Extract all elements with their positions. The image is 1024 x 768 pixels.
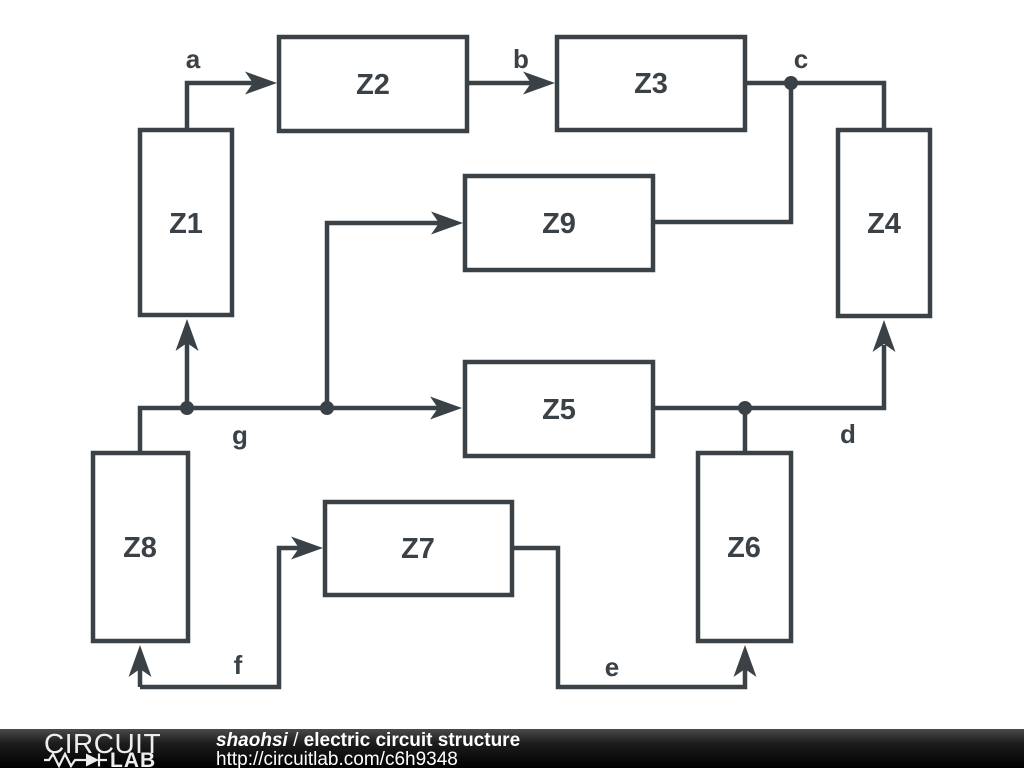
- junction-dot-g2: [320, 401, 334, 415]
- block-z8-box: [90, 450, 191, 644]
- block-z7: Z7: [322, 499, 515, 598]
- block-z8: Z8: [90, 450, 191, 644]
- arrowhead-into-z1: [175, 319, 199, 351]
- arrowhead-into-z4: [872, 320, 896, 352]
- wire-node-a: [184, 80, 253, 130]
- block-z2-label: Z2: [356, 69, 390, 101]
- block-z5: Z5: [462, 359, 656, 459]
- wire-node-f: [137, 545, 299, 690]
- block-z7-box: [322, 499, 515, 598]
- block-z3-label: Z3: [634, 68, 668, 100]
- wire-node-d: [653, 345, 887, 453]
- footer-text: shaohsi / electric circuit structure htt…: [216, 731, 520, 768]
- block-z2-box: [276, 34, 470, 134]
- block-z9: Z9: [462, 173, 656, 273]
- arrowhead-into-z3: [523, 71, 555, 95]
- wire-node-e: [512, 545, 748, 690]
- node-label-b: b: [513, 44, 529, 74]
- node-label-e: e: [605, 652, 619, 682]
- arrowhead-into-z7: [291, 536, 323, 560]
- junction-dot-c: [784, 76, 798, 90]
- footer-url: http://circuitlab.com/c6h9348: [216, 749, 458, 768]
- block-z5-box: [462, 359, 656, 459]
- footer-author: shaohsi: [216, 730, 288, 751]
- footer-bar: CIRCUIT LAB shaohsi / electric circuit s…: [0, 729, 1024, 768]
- junction-dot-g1: [180, 401, 194, 415]
- wire-node-g-main: [137, 405, 438, 453]
- node-label-d: d: [840, 419, 856, 449]
- circuitlab-logo-lab: LAB: [110, 749, 156, 768]
- block-z1-box: [137, 127, 235, 318]
- arrowhead-into-z5: [430, 396, 462, 420]
- node-label-c: c: [794, 44, 808, 74]
- circuitlab-logo-word: CIRCUIT: [44, 730, 161, 759]
- block-z6-box: [695, 450, 794, 644]
- block-z4-label: Z4: [867, 208, 901, 240]
- block-z6-label: Z6: [727, 532, 761, 564]
- circuit-diagram: Z1 Z2 Z3 Z4 Z5 Z6 Z7 Z8: [90, 34, 933, 690]
- block-z4: Z4: [835, 127, 933, 319]
- block-z4-box: [835, 127, 933, 319]
- block-z3-box: [554, 34, 748, 133]
- node-label-a: a: [186, 44, 201, 74]
- block-z6: Z6: [695, 450, 794, 644]
- arrowhead-into-z6: [733, 645, 757, 677]
- block-z1-label: Z1: [169, 208, 203, 240]
- footer-attribution: shaohsi / electric circuit structure: [216, 731, 520, 750]
- block-z9-label: Z9: [542, 208, 576, 240]
- footer-title: electric circuit structure: [303, 730, 521, 751]
- block-z1: Z1: [137, 127, 235, 318]
- block-z3: Z3: [554, 34, 748, 133]
- arrowhead-into-z9: [431, 211, 463, 235]
- wire-g-to-z9: [324, 220, 439, 408]
- arrowhead-into-z2: [245, 71, 277, 95]
- footer-separator: /: [287, 730, 304, 751]
- block-z9-box: [462, 173, 656, 273]
- resistor-icon: [44, 751, 81, 768]
- block-z2: Z2: [276, 34, 470, 134]
- block-z7-label: Z7: [401, 533, 435, 565]
- arrowhead-into-z8: [128, 645, 152, 677]
- junction-dot-d: [738, 401, 752, 415]
- circuitlab-logo: CIRCUIT LAB: [44, 730, 161, 768]
- node-label-f: f: [234, 650, 243, 680]
- block-z5-label: Z5: [542, 394, 576, 426]
- diode-icon: [81, 753, 107, 767]
- node-label-g: g: [232, 420, 248, 450]
- block-z8-label: Z8: [123, 532, 157, 564]
